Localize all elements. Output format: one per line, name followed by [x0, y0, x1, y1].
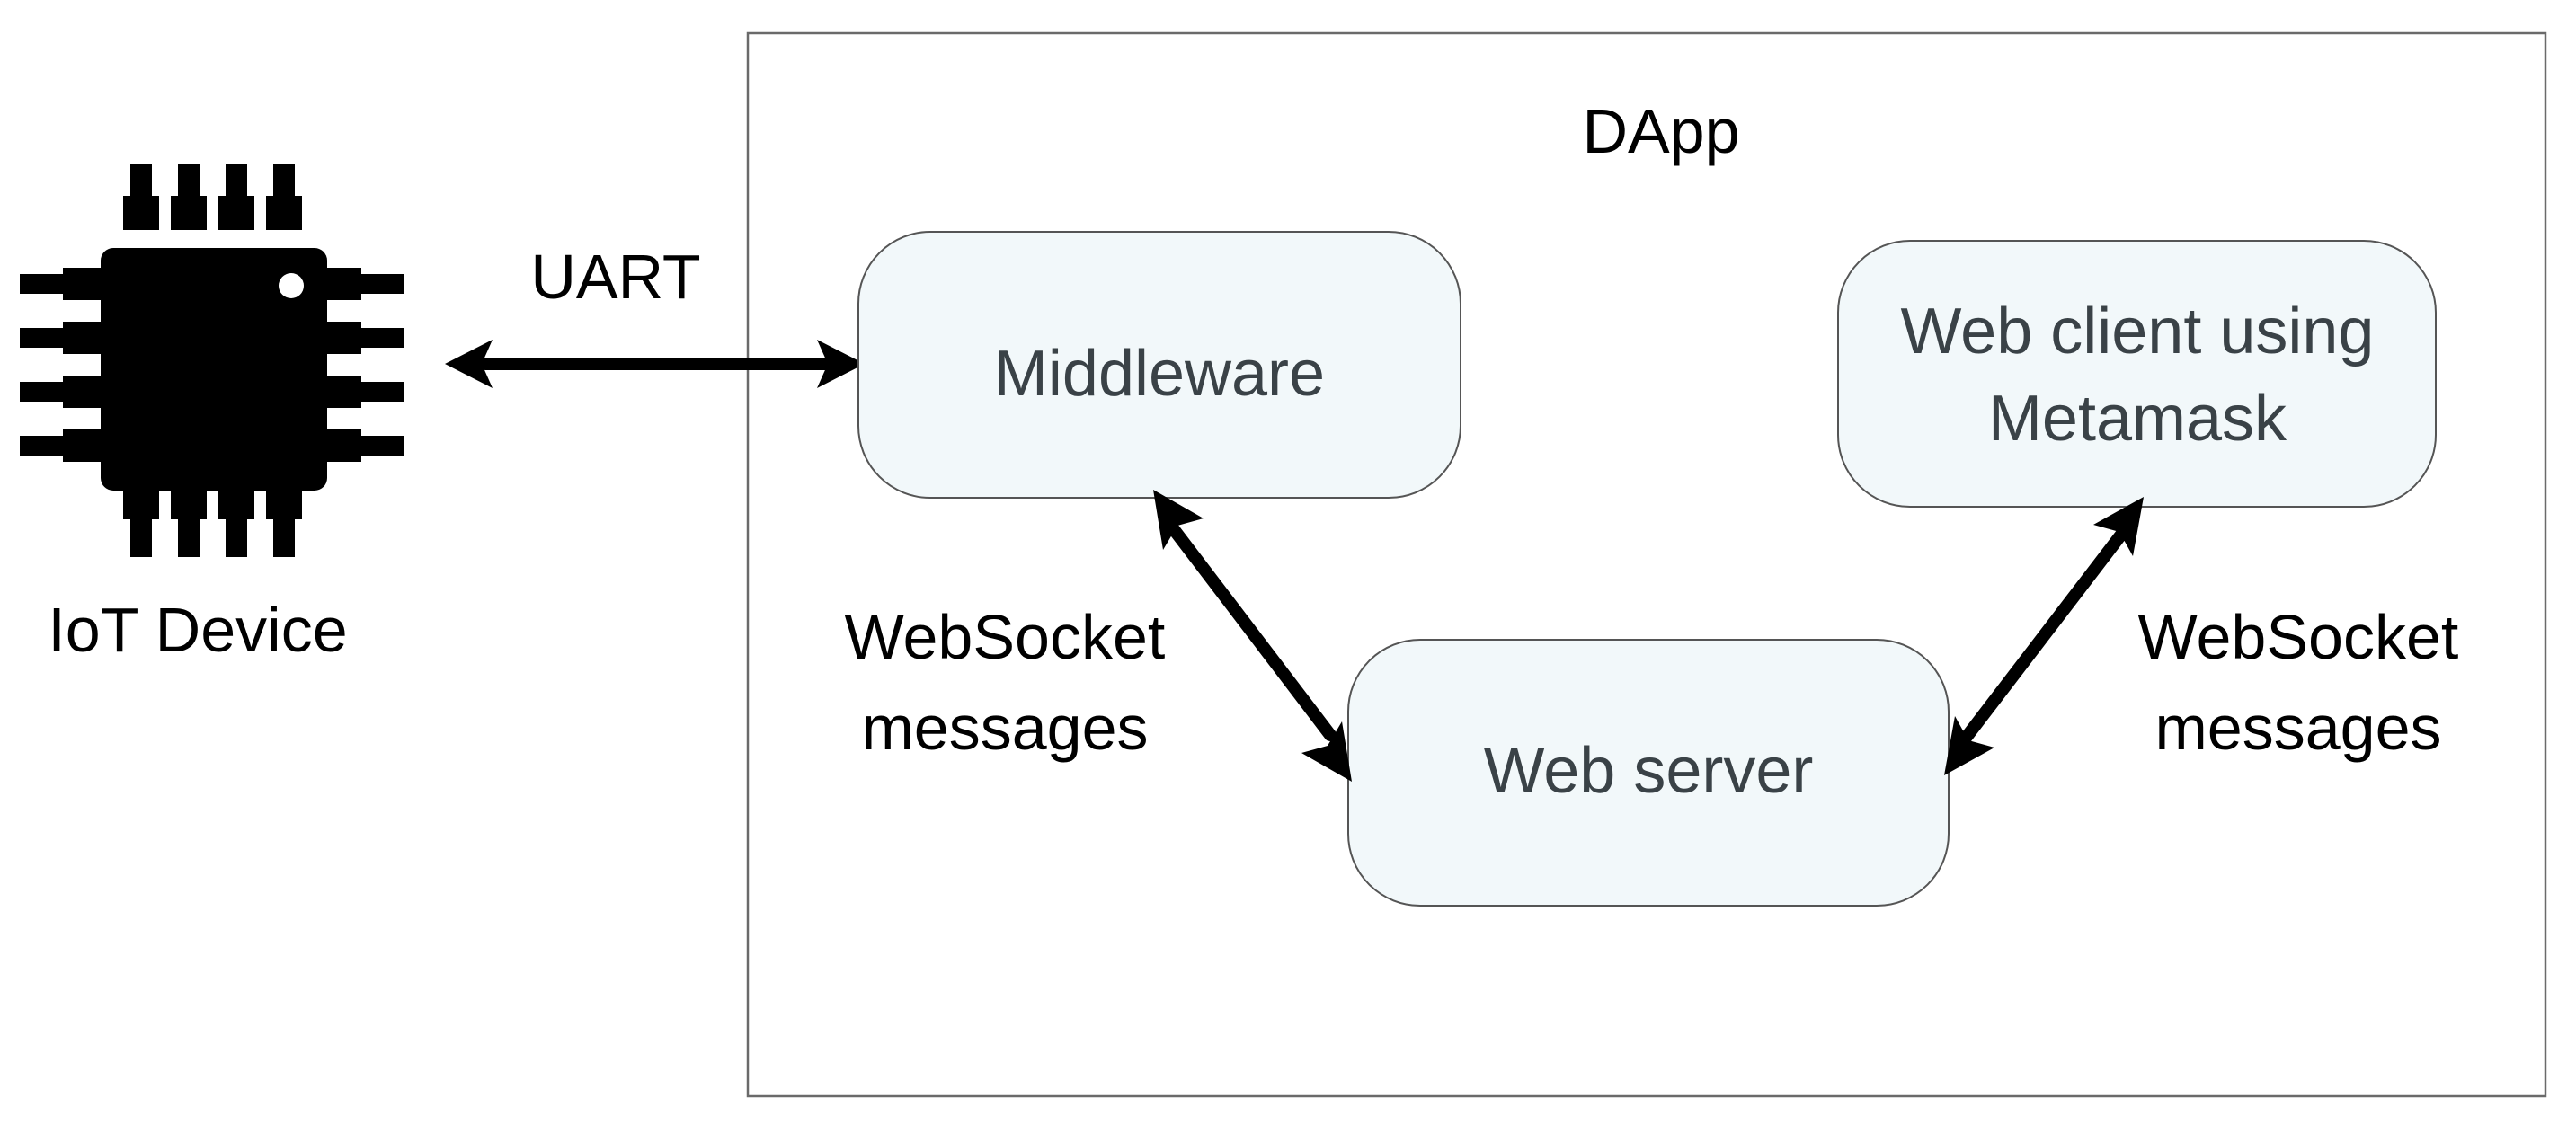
microchip-icon: [20, 164, 404, 557]
ws-left-label-line1: WebSocket: [845, 602, 1166, 672]
web-server-label: Web server: [1484, 735, 1814, 807]
iot-device-label: IoT Device: [48, 595, 347, 665]
webserver-webclient-arrow: [1944, 497, 2144, 775]
ws-right-label-line2: messages: [2154, 693, 2441, 763]
dapp-title: DApp: [1582, 96, 1739, 166]
web-client-label-line1: Web client using: [1901, 296, 2375, 367]
ws-right-label-line1: WebSocket: [2138, 602, 2459, 672]
dapp-frame: [746, 31, 2547, 1098]
ws-left-label-line2: messages: [861, 693, 1148, 763]
middleware-label: Middleware: [994, 338, 1325, 410]
uart-arrow: [445, 340, 865, 388]
uart-label: UART: [530, 242, 700, 312]
web-client-label-line2: Metamask: [1988, 383, 2287, 455]
web-client-box: [1837, 240, 2437, 508]
middleware-webserver-arrow: [1153, 490, 1352, 782]
